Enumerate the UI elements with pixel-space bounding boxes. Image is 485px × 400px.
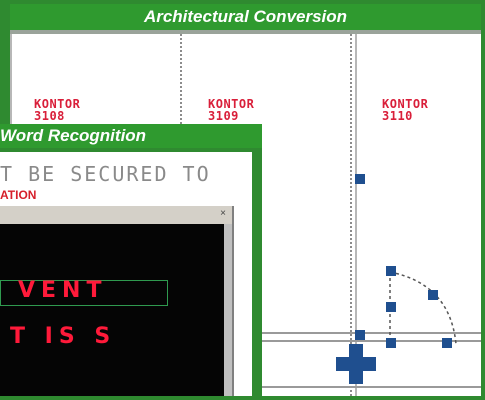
selection-handle[interactable] [386, 302, 396, 312]
recognition-dialog: × VENT T IS S [0, 206, 234, 396]
room-number: 3108 [34, 109, 65, 123]
selection-handle[interactable] [355, 174, 365, 184]
selection-handle[interactable] [442, 338, 452, 348]
selection-handle[interactable] [386, 266, 396, 276]
word-recognition-body: T BE SECURED TO ATION × VENT T IS S [0, 152, 252, 396]
room-label-3108: KONTOR 3108 [34, 98, 80, 122]
dialog-scrollbar[interactable] [224, 224, 232, 396]
move-cross-icon[interactable] [336, 344, 376, 384]
room-name: KONTOR [34, 97, 81, 111]
scanned-text-line: T BE SECURED TO [0, 162, 211, 186]
wall-divider-2-solid [355, 34, 357, 396]
recognition-preview: VENT T IS S [0, 224, 224, 396]
room-number: 3110 [382, 109, 413, 123]
word-bounding-box [0, 280, 168, 306]
selection-handle[interactable] [386, 338, 396, 348]
word-recognition-title: Word Recognition [0, 124, 262, 148]
selection-handle[interactable] [355, 330, 365, 340]
wall-bottom-3 [250, 386, 481, 388]
room-name: KONTOR [208, 97, 255, 111]
word-recognition-panel: Word Recognition T BE SECURED TO ATION ×… [0, 124, 262, 400]
recognized-word: VENT [18, 278, 108, 303]
wall-divider-2 [350, 34, 352, 396]
room-label-3110: KONTOR 3110 [382, 98, 428, 122]
title-shadow [10, 30, 481, 34]
scanned-text-fragment: ATION [0, 188, 37, 202]
architectural-conversion-title: Architectural Conversion [10, 4, 481, 30]
recognized-word: T IS S [10, 324, 117, 349]
room-number: 3109 [208, 109, 239, 123]
selection-handle[interactable] [428, 290, 438, 300]
close-icon[interactable]: × [220, 208, 226, 219]
room-name: KONTOR [382, 97, 429, 111]
room-label-3109: KONTOR 3109 [208, 98, 254, 122]
